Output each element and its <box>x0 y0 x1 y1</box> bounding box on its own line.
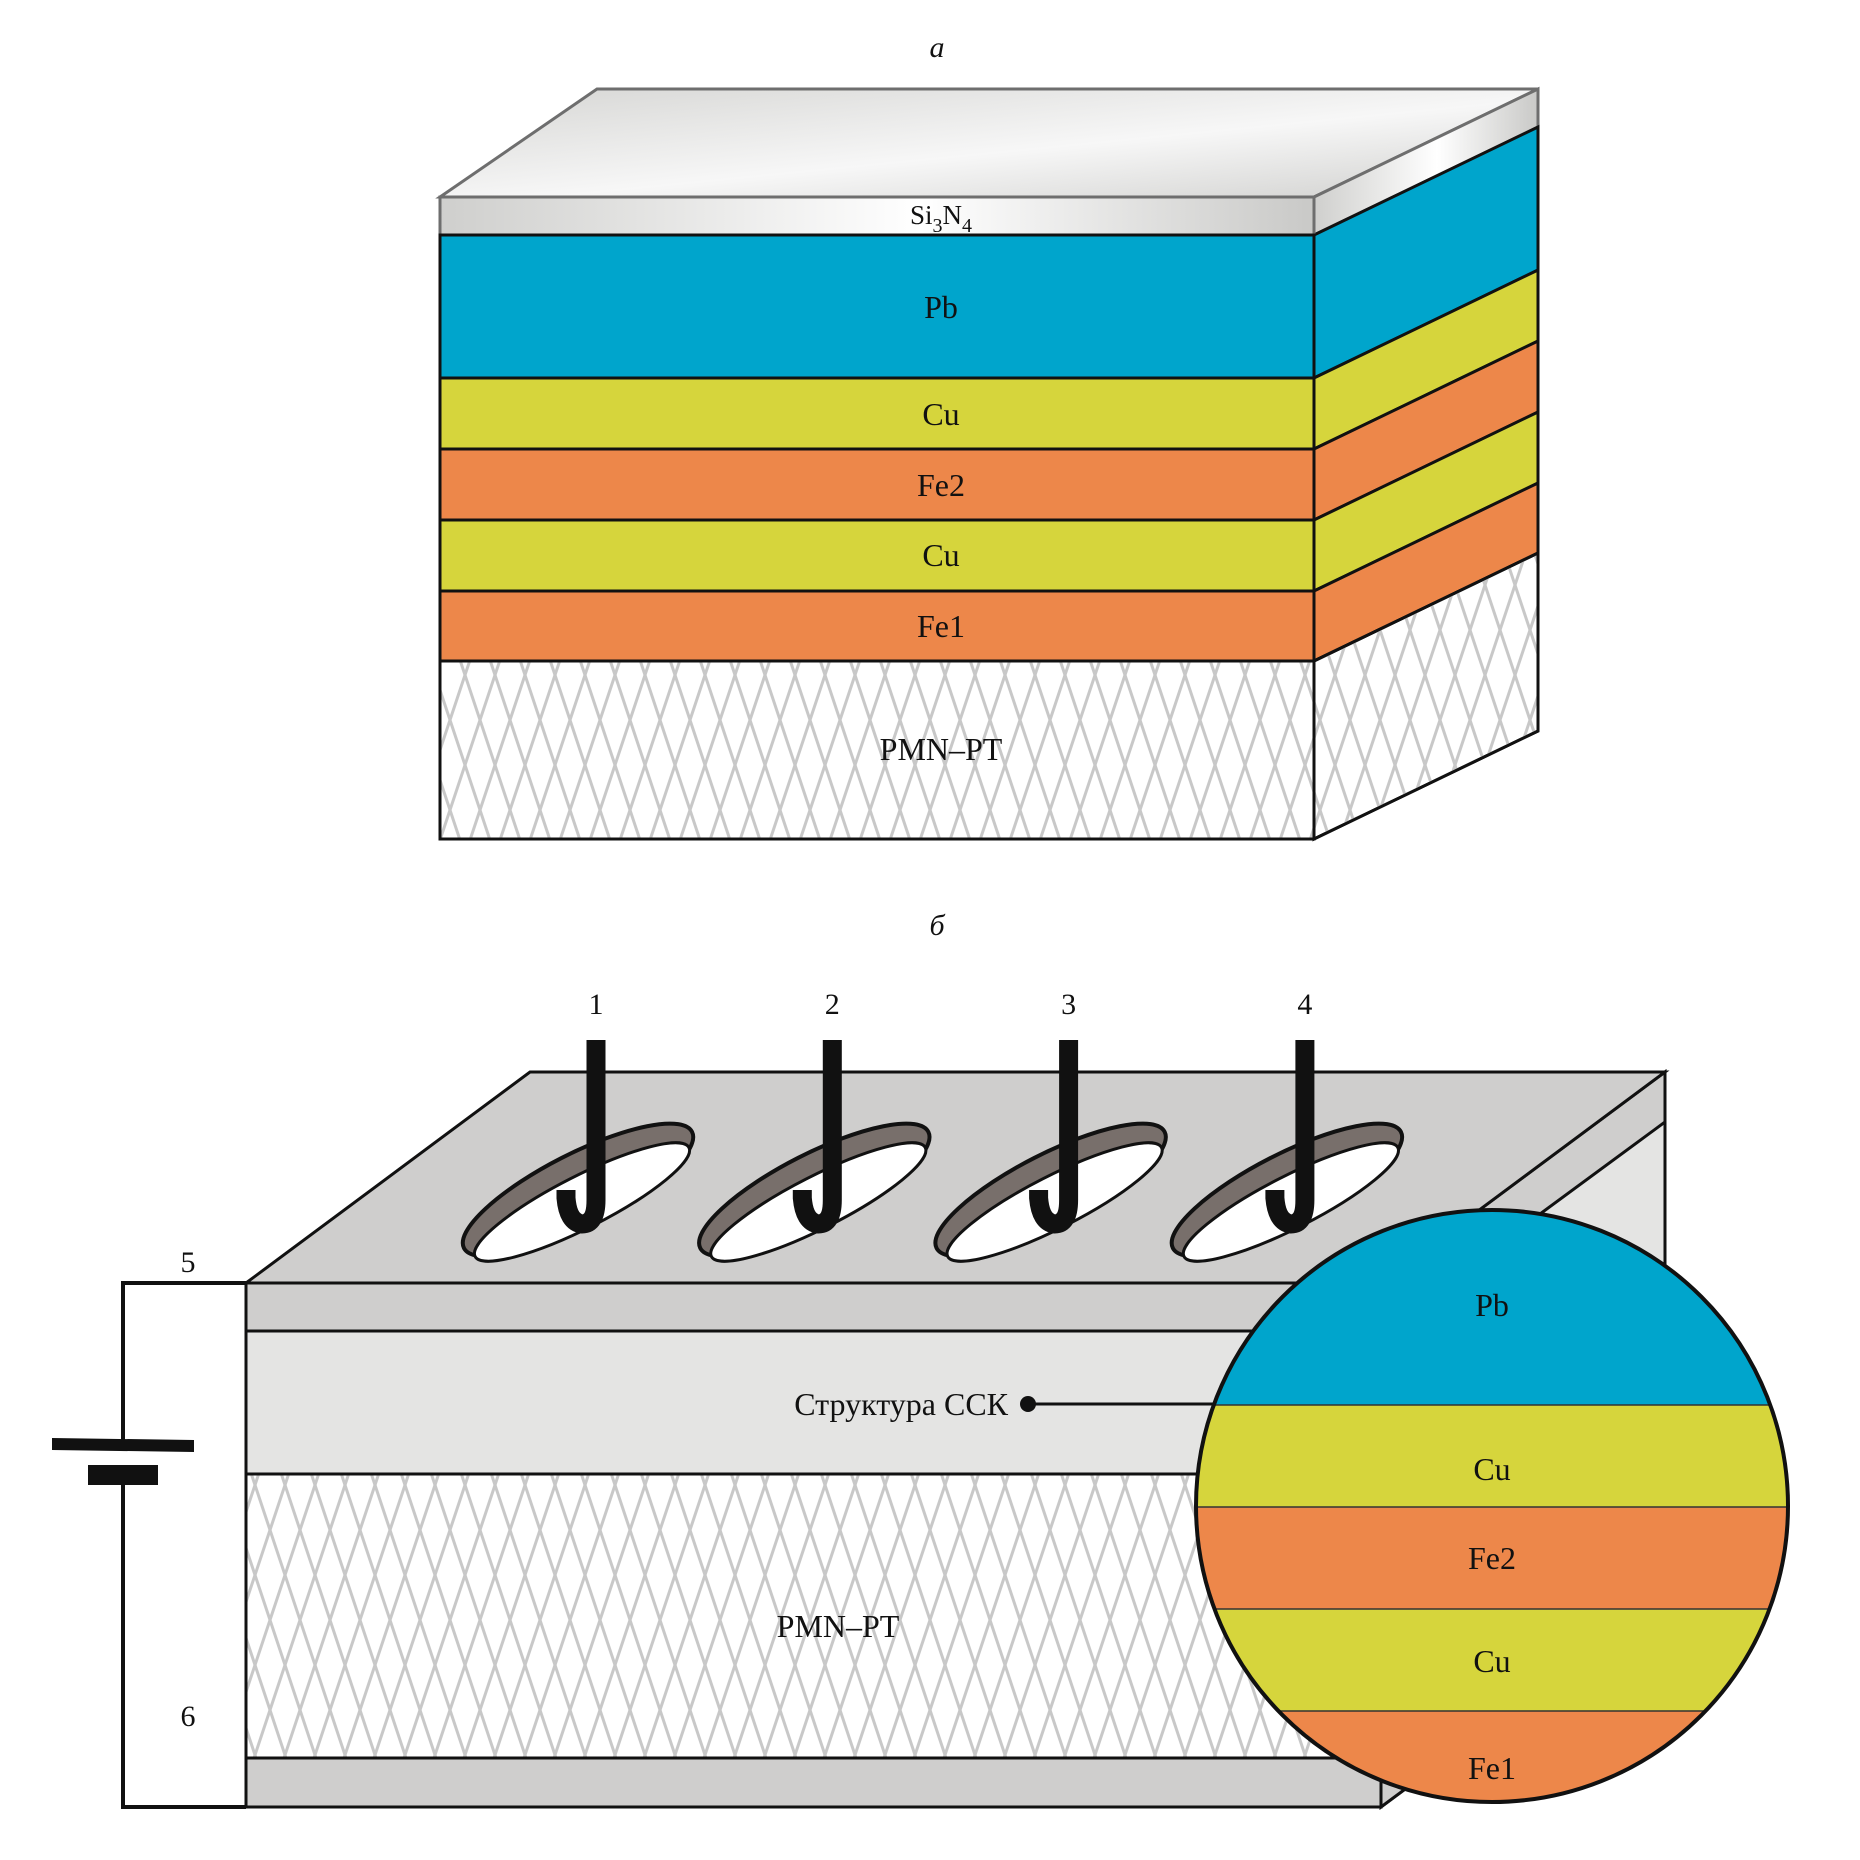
panel-a: a Si3N4 Pb Cu Fe2 Cu Fe1 PMN–PT <box>435 31 1540 842</box>
layer-label-fe2: Fe2 <box>917 467 965 503</box>
contact-holes: 1 2 3 4 <box>460 988 1405 1263</box>
wire-bottom <box>121 1480 246 1809</box>
panel-b-label: б <box>929 909 945 942</box>
probe-label-4: 4 <box>1297 988 1312 1021</box>
contact-hole-4: 4 <box>1169 988 1405 1263</box>
layer-label-fe1: Fe1 <box>917 608 965 644</box>
ssk-structure-label: Структура ССК <box>794 1386 1008 1422</box>
layer-label-pmn-pt: PMN–PT <box>880 731 1003 767</box>
front-layer-si3n4 <box>438 195 1316 237</box>
inset-label-cu-top: Cu <box>1473 1451 1510 1487</box>
probe-wire-1 <box>556 1040 606 1234</box>
front-layer-pb <box>438 233 1316 380</box>
battery-long-plate <box>52 1438 194 1452</box>
probe-wire-4 <box>1265 1040 1315 1234</box>
contact-hole-2: 2 <box>697 988 932 1263</box>
front-layer-fe2 <box>438 447 1316 522</box>
probe-label-3: 3 <box>1061 988 1076 1021</box>
panel-a-label: a <box>930 31 945 64</box>
front-layer-fe1 <box>438 589 1316 663</box>
substrate-label: PMN–PT <box>777 1608 900 1644</box>
layer-label-si3n4: Si3N4 <box>910 200 972 237</box>
probe-label-2: 2 <box>825 988 840 1021</box>
front-face <box>438 195 1316 841</box>
layer-labels: Si3N4 Pb Cu Fe2 Cu Fe1 PMN–PT <box>880 200 1003 767</box>
front-layer-cu <box>438 518 1316 593</box>
panel-b: б 1 2 3 4 Структура ССК PMN–PT 5 6 <box>52 909 1790 1810</box>
probe-wire-3 <box>1029 1040 1079 1234</box>
inset-outline <box>1194 1208 1790 1804</box>
probe-label-1: 1 <box>589 988 604 1021</box>
wire-top <box>121 1281 246 1444</box>
pmn-pt-substrate <box>244 1472 1383 1760</box>
inset-label-pb: Pb <box>1475 1287 1509 1323</box>
layer-label-pb: Pb <box>924 289 958 325</box>
layer-inset: Pb Cu Fe2 Cu Fe1 <box>1194 1208 1790 1804</box>
layer-label-cu-top: Cu <box>922 396 959 432</box>
inset-label-fe2: Fe2 <box>1468 1540 1516 1576</box>
electrode-top-number: 5 <box>181 1246 196 1279</box>
inset-label-cu-bottom: Cu <box>1473 1643 1510 1679</box>
inset-band-cu-3 <box>1196 1609 1788 1711</box>
battery-short-plate <box>88 1465 158 1485</box>
bottom-electrode-front <box>244 1756 1383 1809</box>
top-electrode-front <box>244 1281 1383 1333</box>
probe-wire-2 <box>792 1040 842 1234</box>
inset-label-fe1: Fe1 <box>1468 1750 1516 1786</box>
front-layer-cu <box>438 376 1316 451</box>
inset-band-cu-1 <box>1196 1405 1788 1507</box>
side-face <box>1312 86 1540 842</box>
contact-hole-1: 1 <box>460 988 696 1263</box>
layer-label-cu-bottom: Cu <box>922 537 959 573</box>
electrode-bottom-number: 6 <box>181 1700 196 1733</box>
inset-band-fe2-2 <box>1196 1507 1788 1609</box>
contact-hole-3: 3 <box>933 988 1168 1263</box>
front-layer-hatch <box>438 659 1316 841</box>
